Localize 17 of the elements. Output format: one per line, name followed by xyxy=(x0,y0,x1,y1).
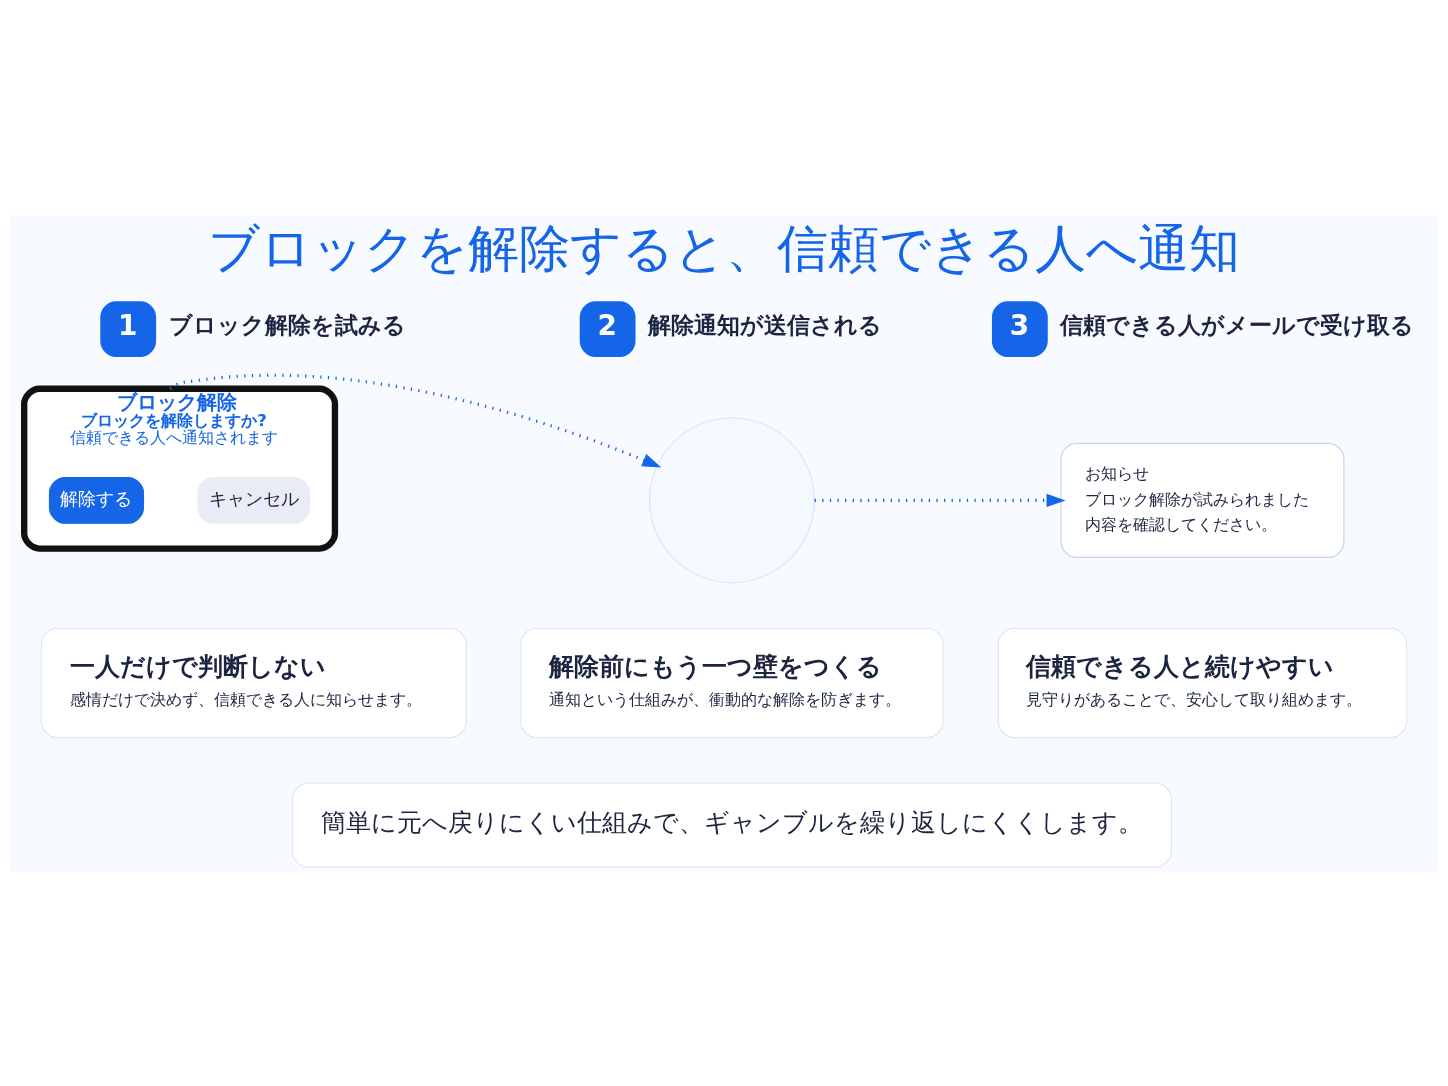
node-box: 1 xyxy=(100,300,157,357)
node-box: 信頼できる人と続けやすい 見守りがあることで、安心して取り組めます。 xyxy=(997,627,1408,738)
node-box: 3 xyxy=(991,300,1048,357)
node-box: 解除前にもう一つ壁をつくる 通知という仕組みが、衝動的な解除を防ぎます。 xyxy=(520,627,944,738)
node-label: 信頼できる人がメールで受け取る xyxy=(1060,311,1415,338)
arrow xyxy=(814,493,1066,507)
node-label: 解除通知が送信される xyxy=(648,311,883,338)
node-box: 簡単に元へ戻りにくい仕組みで、ギャンブルを繰り返しにくくします。 xyxy=(291,782,1173,868)
diagram-title: ブロックを解除すると、信頼できる人へ通知 xyxy=(208,218,1240,278)
node-box: 解除する xyxy=(48,476,145,524)
node-label: ブロック解除を試みる xyxy=(168,311,406,338)
node-box: お知らせ ブロック解除が試みられました 内容を確認してください。 xyxy=(1060,442,1345,558)
node-box: 一人だけで判断しない 感情だけで決めず、信頼できる人に知らせます。 xyxy=(40,627,467,738)
node-box: キャンセル xyxy=(197,476,311,524)
arrow xyxy=(169,373,662,467)
node-circle xyxy=(648,416,815,583)
node-box: 2 xyxy=(579,300,636,357)
